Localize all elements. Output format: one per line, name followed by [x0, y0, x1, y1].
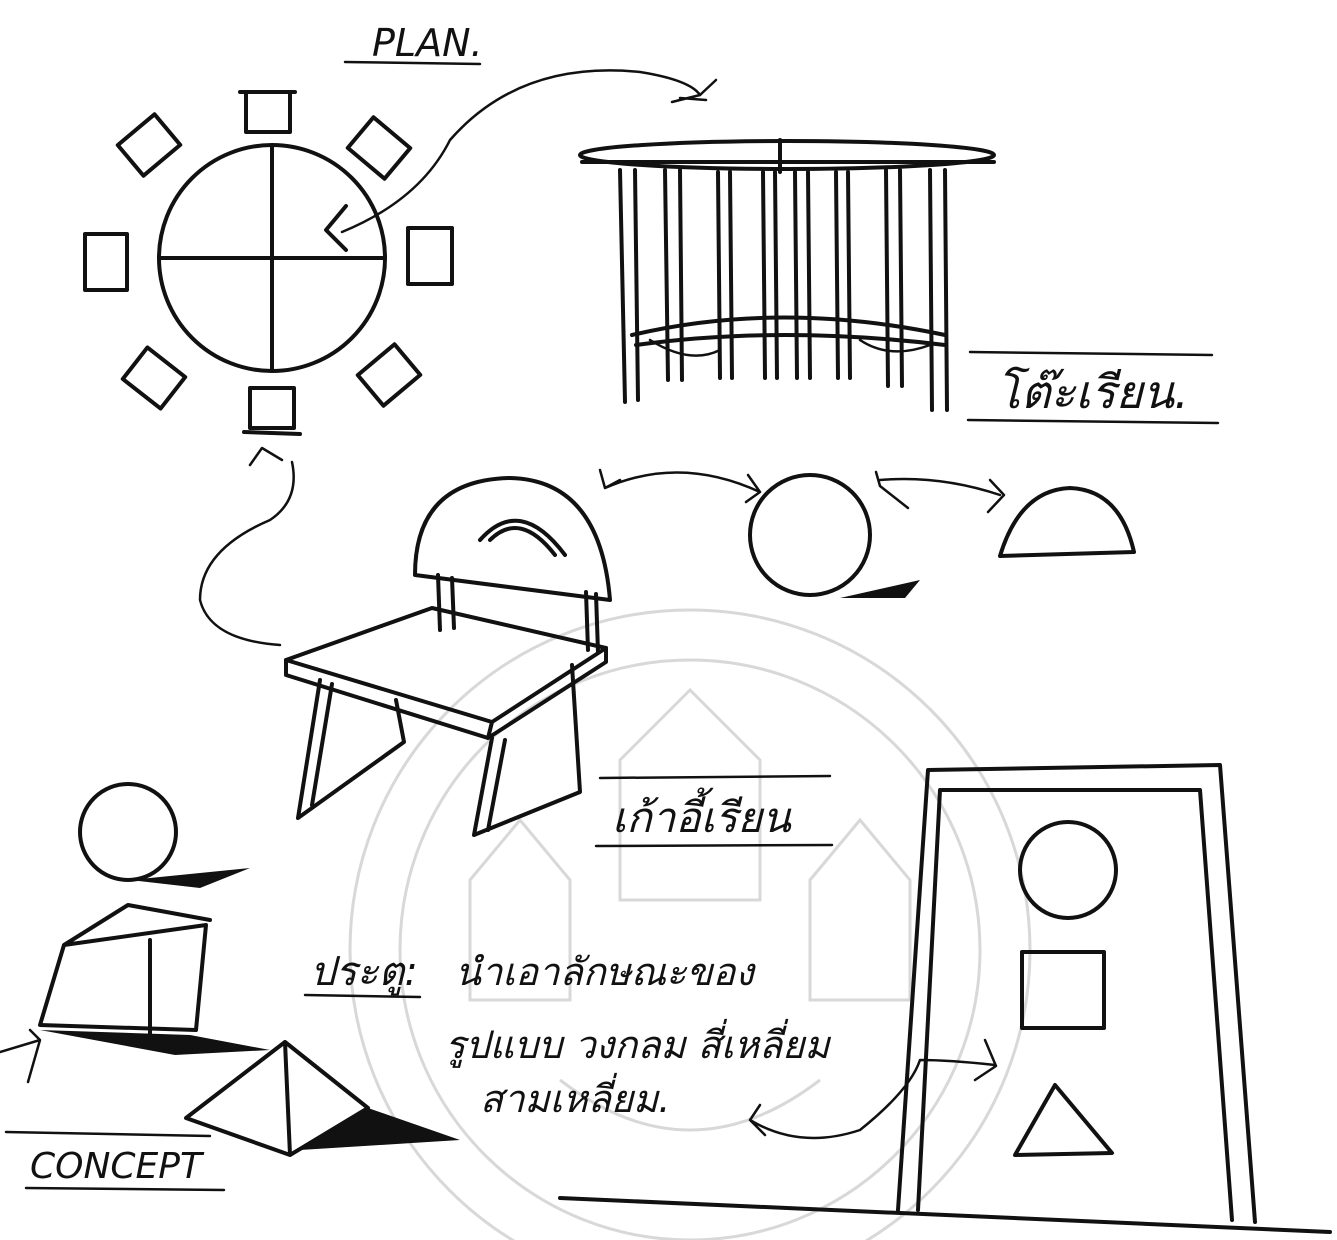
concept-label-underline [26, 1188, 224, 1190]
table-top [580, 141, 994, 169]
door-square [1022, 952, 1104, 1028]
table-label-underline [968, 420, 1218, 423]
concept-label-overline [6, 1132, 210, 1136]
table-legs [620, 170, 947, 410]
table-label: โต๊ะเรียน. [996, 365, 1189, 419]
concept-sphere [80, 784, 176, 880]
plan-chair-left [85, 234, 127, 290]
plan-chair-top [246, 92, 290, 132]
plan-chair-right [408, 228, 452, 284]
door-title: ประตู: [310, 949, 418, 996]
shape-evolution-row [600, 470, 1134, 598]
door-circle [1020, 822, 1116, 918]
arrow-chair-to-circle [600, 470, 760, 502]
arrowhead-plan-center [326, 206, 346, 250]
door-triangle [1015, 1085, 1112, 1155]
chair-back [415, 478, 610, 600]
door-line-3: สามเหลี่ยม. [480, 1072, 670, 1121]
door-line-2: รูปแบบ วงกลม สี่เหลี่ยม [445, 1018, 831, 1068]
arrow-plan-to-table [342, 70, 700, 232]
table-ring [632, 318, 945, 346]
chair-seat [286, 608, 606, 722]
table-label-overline [970, 352, 1212, 355]
plan-title: PLAN. [372, 21, 483, 65]
arrow-plan-to-chair [200, 448, 294, 645]
plan-chair-bottom-right [358, 344, 420, 405]
concept-cube [40, 905, 210, 1038]
floor-line [560, 1198, 1330, 1232]
university-seal-watermark [350, 610, 1030, 1240]
door-line-1: นำเอาลักษณะของ [455, 950, 756, 994]
plan-chair-bottom [250, 388, 294, 428]
chair-label: เก้าอี้เรียน [612, 787, 792, 842]
arrow-circle-to-dome [876, 472, 1004, 512]
evolution-circle [750, 475, 870, 595]
chair-front-legs [298, 680, 404, 818]
plan-chair-bottom-left [123, 347, 185, 408]
plan-chair-top-left [118, 114, 180, 175]
plan-chair-top-right [348, 117, 410, 178]
concept-arrow [0, 1030, 40, 1082]
evolution-dome [1000, 488, 1134, 556]
round-table-elevation [580, 140, 994, 410]
chair-label-overline [600, 776, 830, 778]
chair-label-underline [596, 845, 832, 846]
concept-label: CONCEPT [30, 1146, 205, 1187]
